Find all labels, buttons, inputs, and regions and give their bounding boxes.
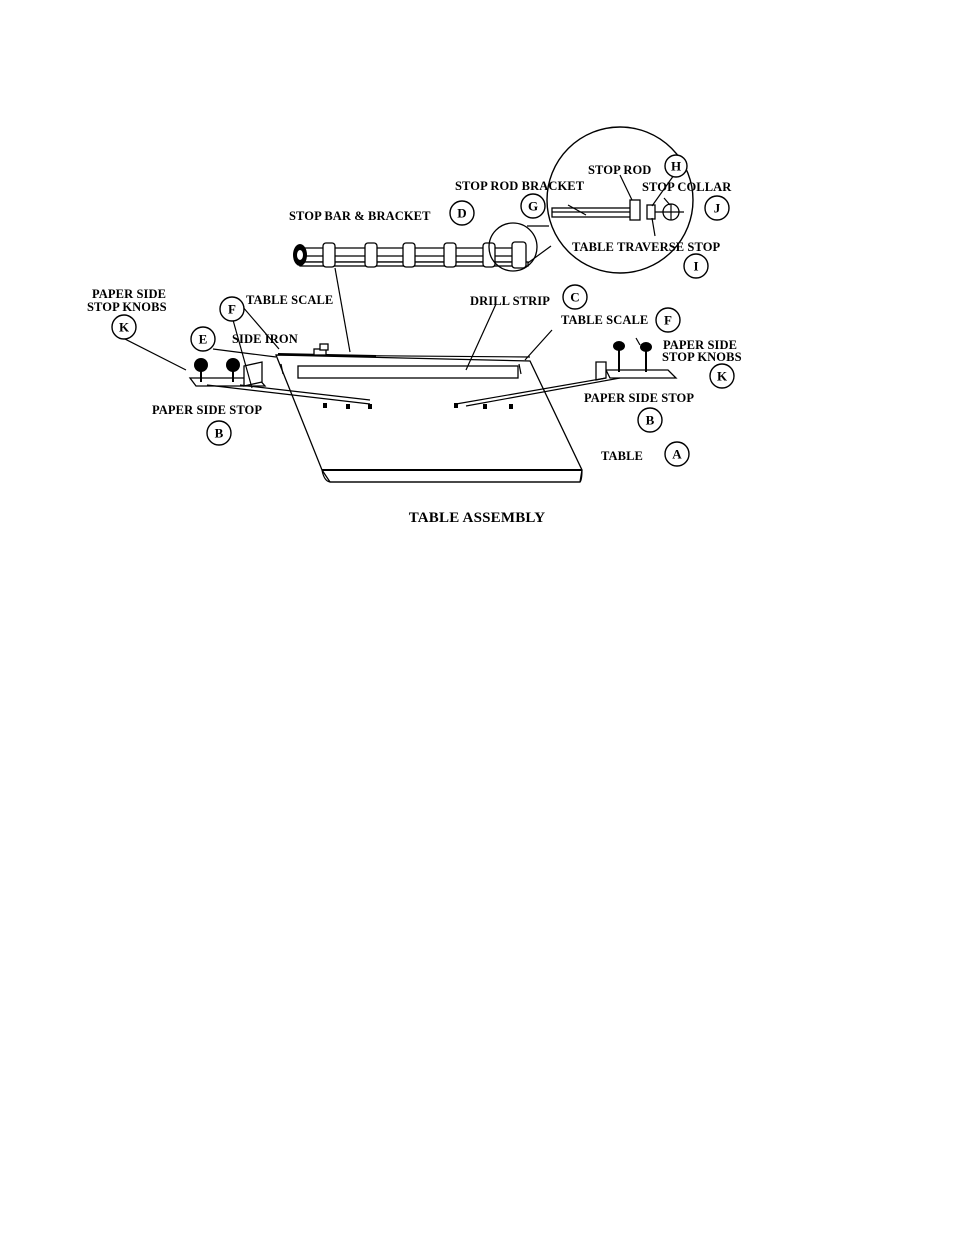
- svg-text:E: E: [199, 332, 208, 347]
- callout-b-right: B: [637, 407, 663, 433]
- paper-side-stop-knobs-right: [613, 341, 652, 372]
- callout-h: H: [664, 154, 688, 178]
- callout-a: A: [664, 441, 690, 467]
- label-paper-side-stop-knobs-right-line2: STOP KNOBS: [662, 350, 742, 364]
- svg-text:A: A: [672, 447, 682, 462]
- svg-text:K: K: [119, 320, 130, 335]
- svg-text:I: I: [693, 259, 698, 274]
- label-stop-collar: STOP COLLAR: [642, 180, 732, 194]
- callout-f-right: F: [655, 307, 681, 333]
- stop-bar-detail-circle: [488, 222, 538, 272]
- label-paper-side-stop-right: PAPER SIDE STOP: [584, 391, 694, 405]
- label-drill-strip: DRILL STRIP: [470, 294, 550, 308]
- callout-k-left: K: [111, 314, 137, 340]
- table-assembly-diagram: STOP ROD STOP ROD BRACKET STOP COLLAR ST…: [87, 126, 742, 483]
- label-table-scale-right: TABLE SCALE: [561, 313, 648, 327]
- callout-j: J: [704, 195, 730, 221]
- leader-lines: [118, 174, 675, 389]
- label-side-iron: SIDE IRON: [232, 332, 298, 346]
- callout-i: I: [683, 253, 709, 279]
- paper-side-stop-left: [188, 361, 372, 409]
- label-table: TABLE: [601, 449, 643, 463]
- label-stop-rod: STOP ROD: [588, 163, 651, 177]
- stop-bar: [293, 241, 529, 269]
- label-paper-side-stop-knobs-left-line2: STOP KNOBS: [87, 300, 167, 314]
- callout-k-right: K: [709, 363, 735, 389]
- svg-text:D: D: [457, 206, 466, 221]
- callout-e: E: [190, 326, 216, 352]
- label-paper-side-stop-left: PAPER SIDE STOP: [152, 403, 262, 417]
- stop-rod-detail: [551, 199, 684, 221]
- table-body: [275, 353, 583, 483]
- callout-b-left: B: [206, 420, 232, 446]
- svg-text:G: G: [528, 199, 538, 214]
- callout-d: D: [449, 200, 475, 226]
- label-stop-bar-bracket: STOP BAR & BRACKET: [289, 209, 431, 223]
- svg-text:B: B: [215, 426, 224, 441]
- svg-text:K: K: [717, 369, 728, 384]
- paper-side-stop-right: [454, 361, 678, 409]
- svg-text:B: B: [646, 413, 655, 428]
- svg-text:J: J: [714, 201, 721, 216]
- label-paper-side-stop-knobs-left-line1: PAPER SIDE: [92, 287, 166, 301]
- label-stop-rod-bracket: STOP ROD BRACKET: [455, 179, 585, 193]
- paper-side-stop-knobs-left: [194, 358, 240, 382]
- figure-caption: TABLE ASSEMBLY: [408, 510, 546, 526]
- svg-text:H: H: [671, 159, 681, 174]
- detail-magnifier-circle: [546, 126, 694, 274]
- callout-c: C: [562, 284, 588, 310]
- svg-text:C: C: [570, 290, 579, 305]
- callout-f-left: F: [219, 296, 245, 322]
- table-top-fixtures: [280, 343, 522, 375]
- label-paper-side-stop-knobs-right-line1: PAPER SIDE: [663, 338, 737, 352]
- svg-text:F: F: [228, 302, 236, 317]
- label-table-traverse-stop: TABLE TRAVERSE STOP: [572, 240, 721, 254]
- stop-bar-leader: [334, 267, 351, 353]
- svg-text:F: F: [664, 313, 672, 328]
- label-table-scale-left: TABLE SCALE: [246, 293, 333, 307]
- callout-g: G: [520, 193, 546, 219]
